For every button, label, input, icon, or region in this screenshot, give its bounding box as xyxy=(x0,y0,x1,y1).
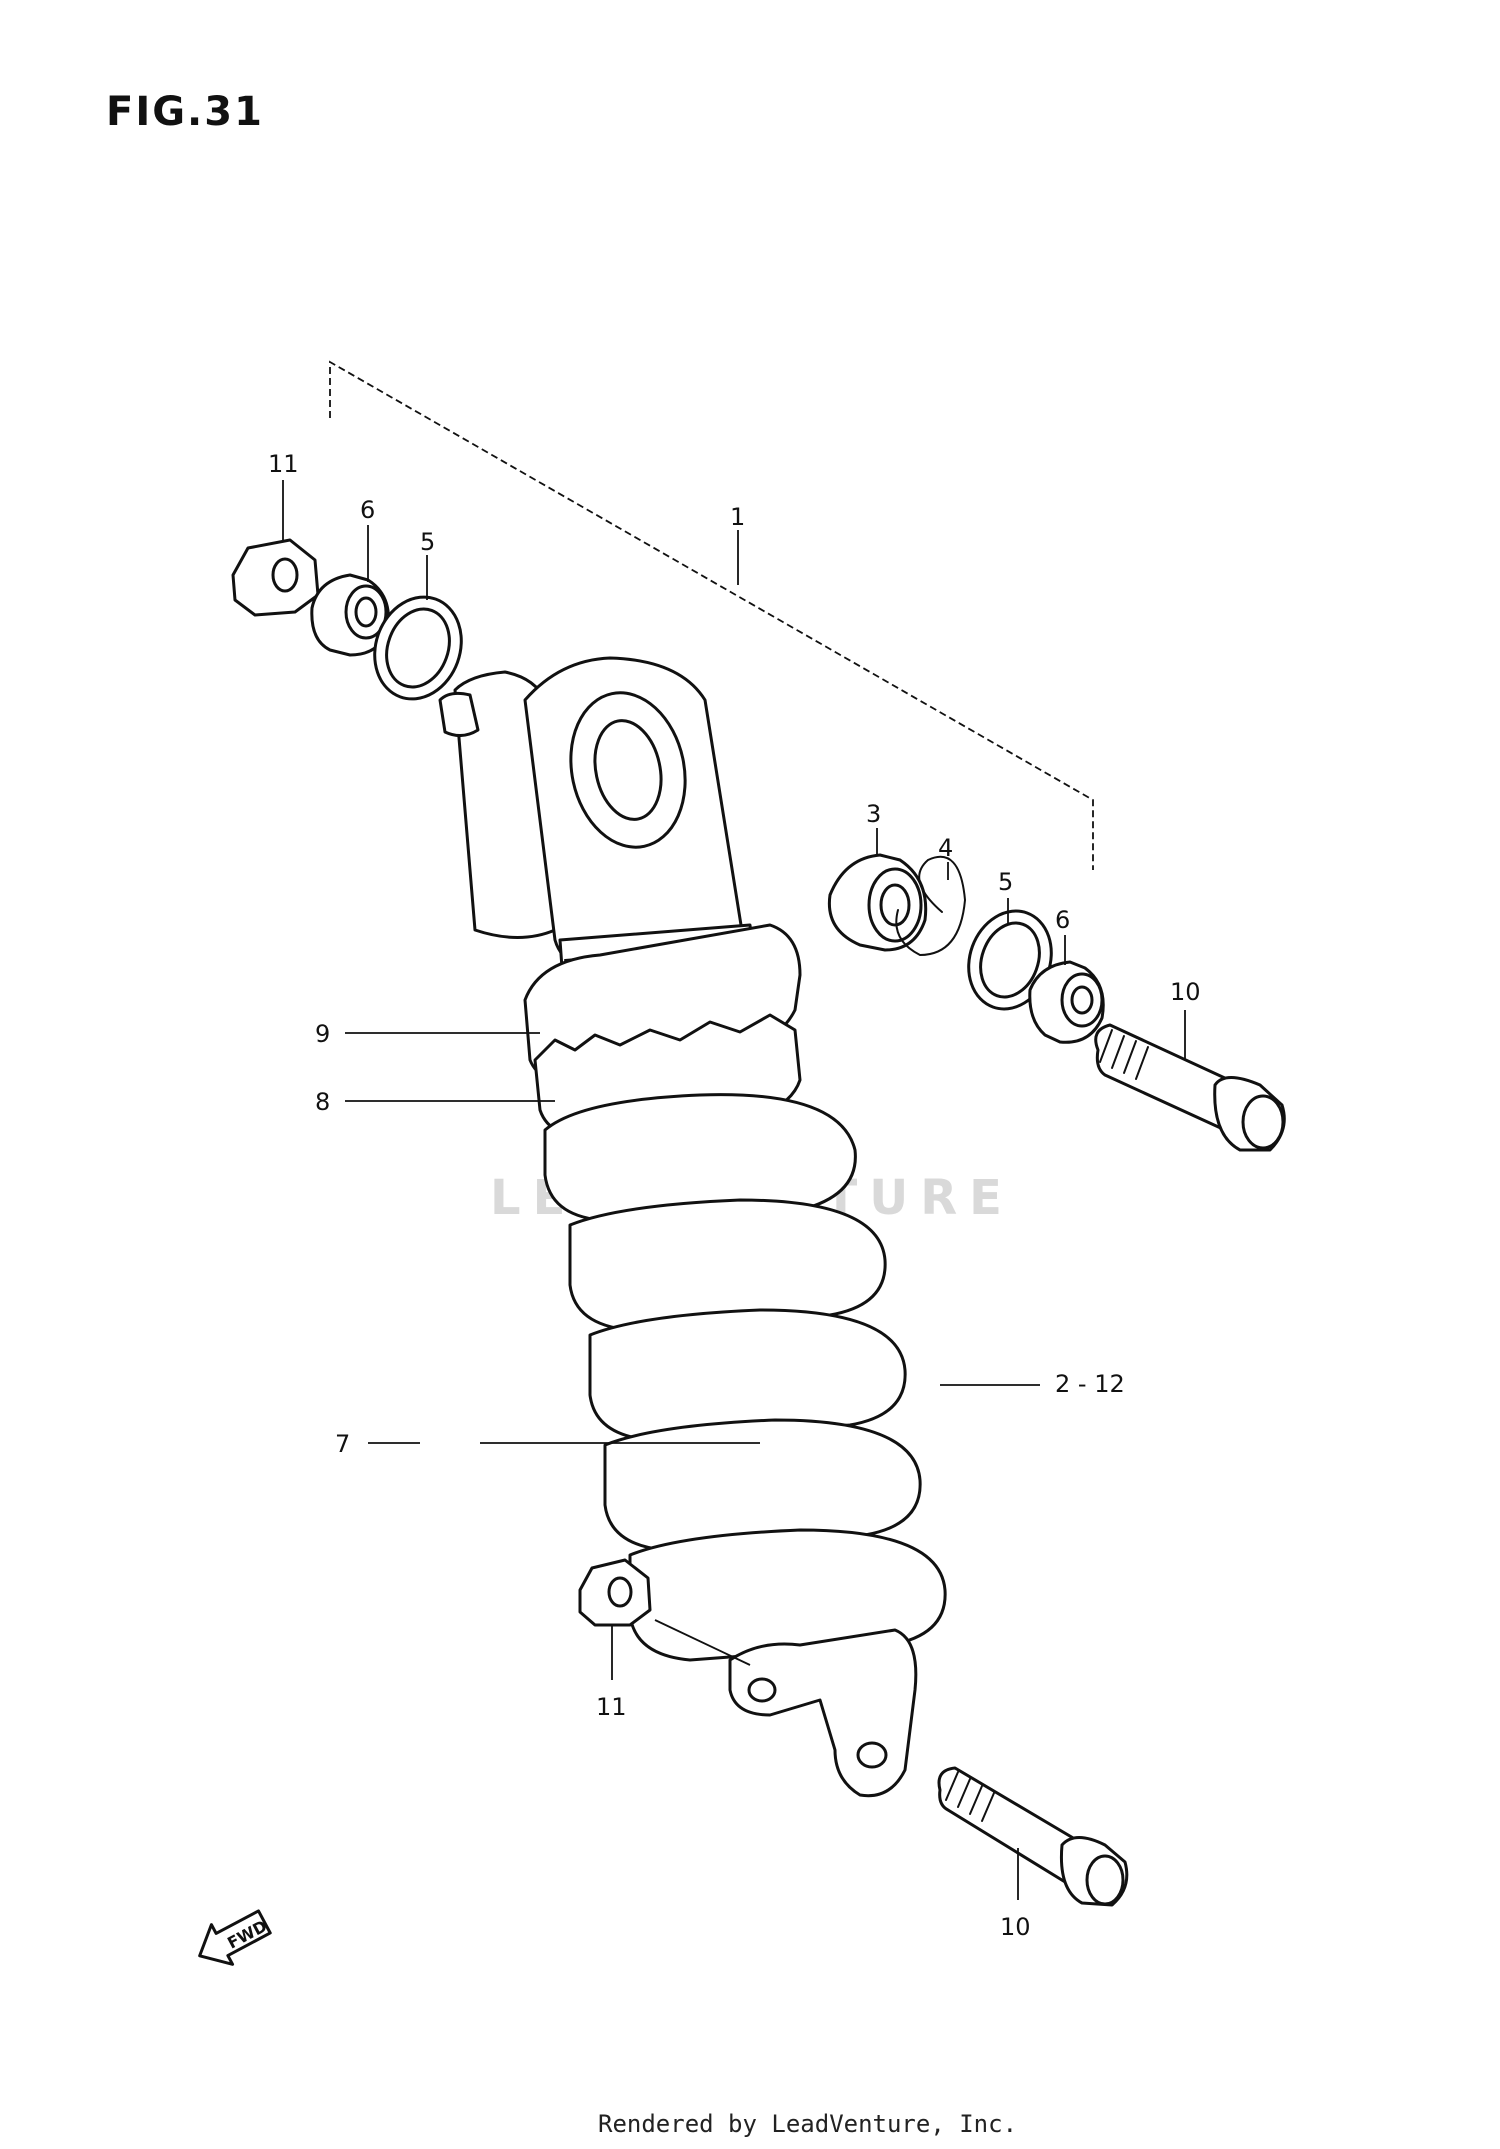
coil-spring xyxy=(543,1093,947,1662)
callout-10-upper: 10 xyxy=(1170,978,1201,1006)
assembly-bracket xyxy=(329,360,1094,870)
callout-5-right: 5 xyxy=(998,868,1013,896)
figure-title: FIG.31 xyxy=(106,89,264,135)
circlip xyxy=(895,855,967,957)
dust-seal-top xyxy=(373,555,463,701)
callout-1: 1 xyxy=(730,503,745,531)
callout-5-top: 5 xyxy=(420,528,435,556)
callout-leaders xyxy=(345,1032,1040,1444)
mounting-bolt-lower xyxy=(937,1766,1129,1907)
callout-3: 3 xyxy=(866,800,881,828)
callout-4: 4 xyxy=(938,834,953,862)
spacer-collar-top xyxy=(310,525,391,657)
callout-7: 7 xyxy=(335,1430,350,1458)
mounting-bolt-upper xyxy=(1094,1010,1286,1152)
callout-9: 9 xyxy=(315,1020,330,1048)
callout-6-top: 6 xyxy=(360,496,375,524)
spacer-collar-right xyxy=(1028,935,1105,1044)
callout-2-12: 2 - 12 xyxy=(1055,1370,1125,1398)
rear-shock-absorber xyxy=(438,656,947,1798)
callout-11-bottom: 11 xyxy=(596,1693,627,1721)
spherical-bearing xyxy=(827,828,928,952)
callout-labels: 1 2 - 12 3 4 5 5 6 6 7 8 9 10 10 11 11 xyxy=(268,450,1201,1941)
callout-6-right: 6 xyxy=(1055,906,1070,934)
flange-nut-bottom xyxy=(578,1558,652,1680)
callout-11-top: 11 xyxy=(268,450,299,478)
callout-8: 8 xyxy=(315,1088,330,1116)
flange-nut-top xyxy=(231,480,320,617)
dust-seal-right xyxy=(967,898,1053,1011)
callout-10-lower: 10 xyxy=(1000,1913,1031,1941)
footer-credit: Rendered by LeadVenture, Inc. xyxy=(598,2110,1017,2138)
front-direction-arrow: FWD xyxy=(198,1909,272,1966)
